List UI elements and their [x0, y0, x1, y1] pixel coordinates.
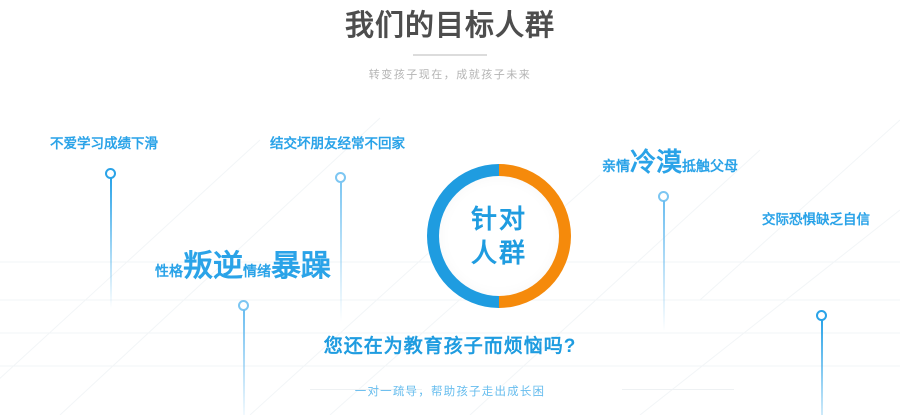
label-study: 不爱学习成绩下滑	[50, 136, 158, 151]
label-rebel: 性格叛逆情绪暴躁	[155, 252, 331, 282]
label-rebel-emphasis-b: 暴躁	[271, 250, 331, 283]
page-subtitle: 转变孩子现在，成就孩子未来	[368, 69, 532, 81]
pin-stem	[242, 310, 245, 415]
label-social: 交际恐惧缺乏自信	[762, 212, 870, 227]
label-cold-emphasis: 冷漠	[630, 147, 683, 177]
ring-label-line2: 人群	[470, 238, 527, 268]
label-rebel-prefix-a: 性格	[155, 263, 183, 279]
ring-label-line1: 针对	[470, 204, 527, 234]
pin-stem	[109, 178, 112, 308]
label-cold-prefix: 亲情	[602, 158, 630, 174]
title-divider	[413, 54, 487, 56]
banner-header: 我们的目标人群 转变孩子现在，成就孩子未来	[0, 0, 900, 82]
ring-inner-disc	[439, 176, 559, 296]
label-friends: 结交坏朋友经常不回家	[270, 136, 405, 151]
pin-stem	[662, 201, 665, 331]
label-cold: 亲情冷漠抵触父母	[602, 149, 738, 175]
footer-rule-left	[310, 389, 422, 390]
pin-stem	[339, 182, 342, 322]
footer-question: 您还在为教育孩子而烦恼吗?	[323, 336, 577, 357]
footer-note: 一对一疏导，帮助孩子走出成长困	[354, 386, 546, 398]
pin-stem	[820, 320, 823, 415]
page-title: 我们的目标人群	[344, 10, 555, 42]
label-cold-suffix: 抵触父母	[682, 158, 739, 174]
ring-label: 针对 人群	[427, 164, 571, 308]
footer-rule-right	[622, 389, 734, 390]
label-rebel-emphasis-a: 叛逆	[183, 250, 243, 283]
label-rebel-prefix-b: 情绪	[243, 263, 271, 279]
center-ring: 针对 人群	[427, 164, 571, 308]
